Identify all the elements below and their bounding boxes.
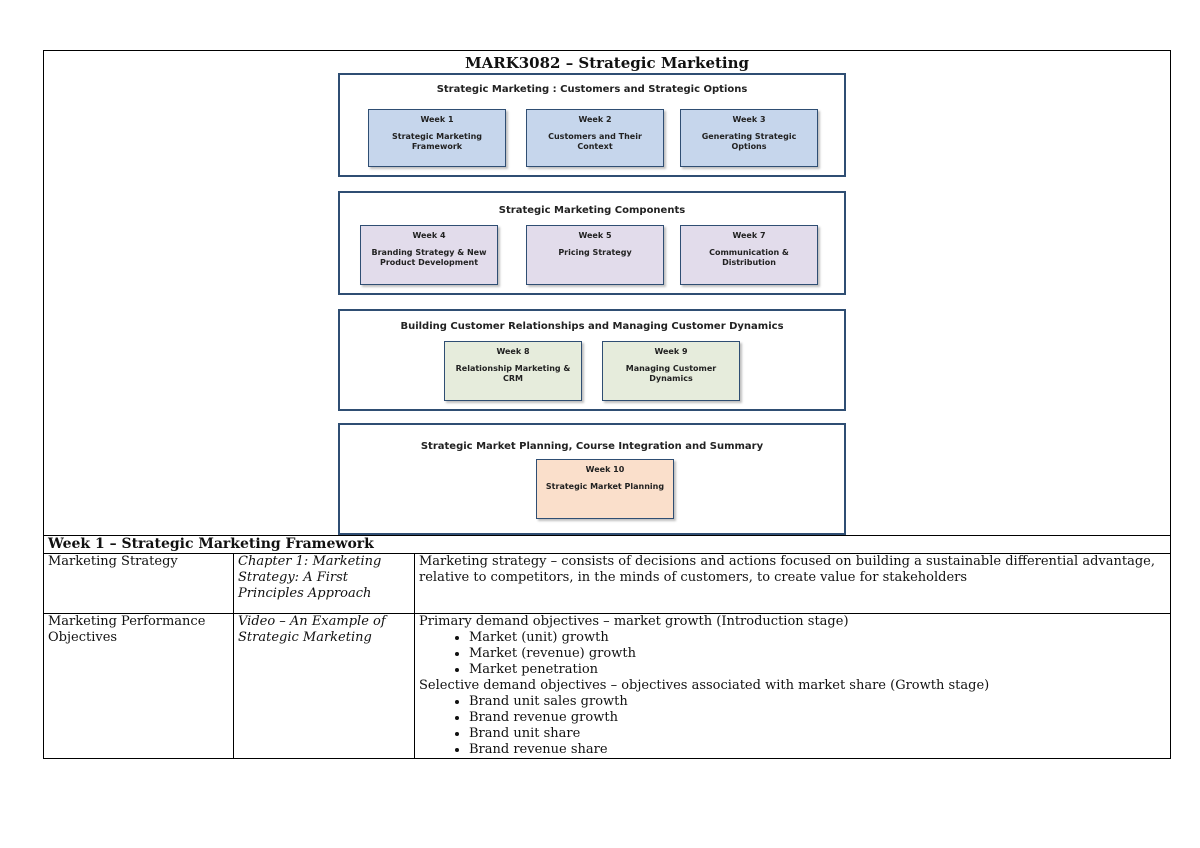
week-4-box: Week 4 Branding Strategy & New Product D… xyxy=(360,225,498,285)
section-heading: Week 1 – Strategic Marketing Framework xyxy=(43,535,1171,554)
week-3-box: Week 3 Generating Strategic Options xyxy=(680,109,818,167)
week-topic: Communication & Distribution xyxy=(709,248,789,267)
selective-objectives-heading: Selective demand objectives – objectives… xyxy=(419,678,990,693)
week-10-box: Week 10 Strategic Market Planning xyxy=(536,459,674,519)
primary-objectives-list: Market (unit) growth Market (revenue) gr… xyxy=(419,630,1166,678)
group-customer-relationships: Building Customer Relationships and Mana… xyxy=(338,309,846,411)
week-topic: Generating Strategic Options xyxy=(701,132,797,151)
reading-cell: Chapter 1: Marketing Strategy: A First P… xyxy=(233,553,415,614)
week-2-box: Week 2 Customers and Their Context xyxy=(526,109,664,167)
week-1-box: Week 1 Strategic Marketing Framework xyxy=(368,109,506,167)
week-topic: Customers and Their Context xyxy=(548,132,642,151)
week-topic: Managing Customer Dynamics xyxy=(625,364,717,383)
group-components: Strategic Marketing Components Week 4 Br… xyxy=(338,191,846,295)
week-label: Week 3 xyxy=(732,115,766,124)
course-structure-diagram: Strategic Marketing : Customers and Stra… xyxy=(44,51,1172,535)
group-customers-options: Strategic Marketing : Customers and Stra… xyxy=(338,73,846,177)
week-topic: Branding Strategy & New Product Developm… xyxy=(371,248,487,267)
course-table: MARK3082 – Strategic Marketing Strategic… xyxy=(43,50,1171,759)
course-overview-cell: MARK3082 – Strategic Marketing Strategic… xyxy=(43,50,1172,536)
week-label: Week 7 xyxy=(732,231,766,240)
list-item: Brand revenue share xyxy=(469,742,1166,758)
week-label: Week 4 xyxy=(412,231,446,240)
week-label: Week 9 xyxy=(654,347,688,356)
list-item: Market penetration xyxy=(469,662,1166,678)
group-title: Strategic Market Planning, Course Integr… xyxy=(420,441,764,452)
week-topic: Pricing Strategy xyxy=(558,248,632,257)
content-cell: Primary demand objectives – market growt… xyxy=(414,613,1171,759)
primary-objectives-heading: Primary demand objectives – market growt… xyxy=(419,614,849,629)
week-label: Week 8 xyxy=(496,347,530,356)
week-label: Week 10 xyxy=(585,465,625,474)
reading-cell: Video – An Example of Strategic Marketin… xyxy=(233,613,415,759)
week-5-box: Week 5 Pricing Strategy xyxy=(526,225,664,285)
course-title: MARK3082 – Strategic Marketing xyxy=(464,54,750,72)
list-item: Brand unit share xyxy=(469,726,1166,742)
week-topic: Strategic Marketing Framework xyxy=(392,132,482,151)
group-title: Building Customer Relationships and Mana… xyxy=(400,321,784,332)
content-cell: Marketing strategy – consists of decisio… xyxy=(414,553,1171,614)
selective-objectives-list: Brand unit sales growth Brand revenue gr… xyxy=(419,694,1166,758)
week-label: Week 5 xyxy=(578,231,612,240)
group-title: Strategic Marketing Components xyxy=(498,205,686,216)
week-topic: Strategic Market Planning xyxy=(545,482,665,491)
list-item: Market (revenue) growth xyxy=(469,646,1166,662)
week-label: Week 1 xyxy=(420,115,454,124)
week-label: Week 2 xyxy=(578,115,612,124)
topic-cell: Marketing Performance Objectives xyxy=(43,613,234,759)
group-market-planning: Strategic Market Planning, Course Integr… xyxy=(338,423,846,535)
list-item: Market (unit) growth xyxy=(469,630,1166,646)
week-topic: Relationship Marketing & CRM xyxy=(455,364,571,383)
list-item: Brand unit sales growth xyxy=(469,694,1166,710)
week-7-box: Week 7 Communication & Distribution xyxy=(680,225,818,285)
group-title: Strategic Marketing : Customers and Stra… xyxy=(436,84,748,95)
topic-cell: Marketing Strategy xyxy=(43,553,234,614)
week-9-box: Week 9 Managing Customer Dynamics xyxy=(602,341,740,401)
list-item: Brand revenue growth xyxy=(469,710,1166,726)
week-8-box: Week 8 Relationship Marketing & CRM xyxy=(444,341,582,401)
